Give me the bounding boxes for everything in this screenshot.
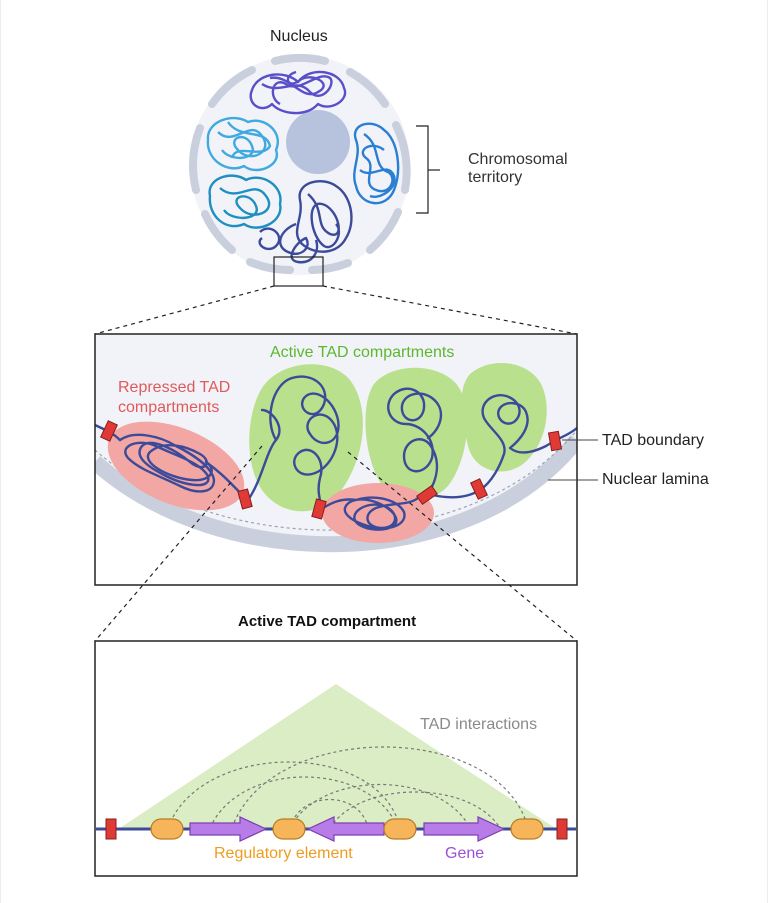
tad-boundaries-detail <box>105 818 568 840</box>
tad-boundaries <box>100 420 563 520</box>
active-compartment-3 <box>461 362 547 472</box>
regulatory-element-label: Regulatory element <box>214 845 353 862</box>
gene-label: Gene <box>445 845 485 862</box>
tad-compartments-panel <box>94 333 578 586</box>
nuclear-envelope-segments <box>189 53 411 274</box>
tad-interactions-label: TAD interactions <box>420 716 538 733</box>
zoom-lines-bottom <box>94 445 578 642</box>
active-tad-detail-panel <box>94 640 578 877</box>
chromosome-territory-right <box>353 122 400 205</box>
active-tad-compartment-title: Active TAD compartment <box>238 613 417 630</box>
chromosome-territory-bottom <box>258 180 353 264</box>
chromosome-territory-lower-left <box>208 174 282 229</box>
nucleus-label: Nucleus <box>270 28 328 45</box>
territory-bracket <box>416 125 440 214</box>
tad-interaction-triangle <box>120 684 555 828</box>
repressed-tad-compartments-label: Repressed TAD compartments <box>118 379 231 416</box>
interaction-arcs <box>167 746 529 829</box>
active-compartment-2 <box>365 367 468 500</box>
gene-arrows <box>189 816 506 842</box>
chromosome-territory-top <box>249 70 347 115</box>
chromosome-territory-left <box>206 116 279 172</box>
zoom-box <box>273 256 324 287</box>
zoom-lines-top <box>94 285 578 335</box>
chromosomal-territory-label: Chromosomal territory <box>468 151 568 187</box>
active-tad-compartments-label: Active TAD compartments <box>270 344 455 361</box>
active-compartment-1 <box>249 364 363 512</box>
nucleus <box>189 53 411 287</box>
tad-boundary-label: TAD boundary <box>602 432 704 449</box>
repressed-compartment-2 <box>322 483 434 543</box>
leader-lines <box>548 439 598 481</box>
regulatory-elements <box>150 818 544 840</box>
nuclear-lamina-label: Nuclear lamina <box>602 471 709 488</box>
nucleolus <box>286 110 350 174</box>
